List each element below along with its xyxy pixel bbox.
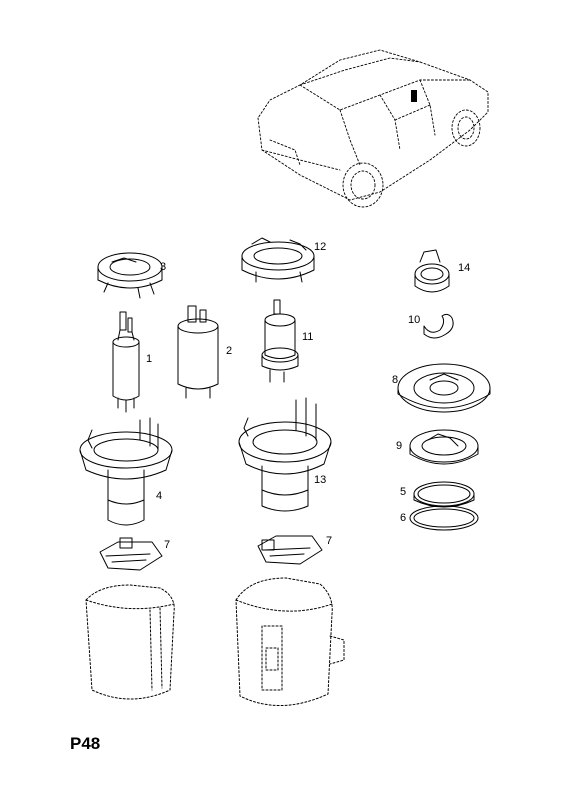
part-flange-9 — [409, 429, 479, 465]
part-gasket-6 — [409, 505, 479, 531]
callout-7-left: 7 — [164, 539, 171, 551]
page-code: P48 — [70, 734, 101, 753]
part-fuel-pump-11 — [261, 299, 299, 383]
part-filter-7b — [257, 535, 323, 565]
callout-9: 9 — [396, 440, 403, 452]
callout-1: 1 — [146, 353, 153, 365]
part-reservoir-4 — [79, 417, 173, 526]
part-lock-ring-3 — [97, 252, 163, 299]
callout-5: 5 — [400, 486, 407, 498]
callout-7-right: 7 — [326, 535, 333, 547]
part-fuel-pump-2 — [177, 305, 219, 399]
callout-8: 8 — [392, 374, 399, 386]
part-clip-10 — [423, 313, 454, 339]
part-reservoir-13 — [238, 397, 332, 512]
fuel-flap-marker — [411, 90, 417, 102]
part-lock-ring-12 — [241, 237, 315, 283]
callout-10: 10 — [408, 314, 421, 326]
part-clamp-14 — [414, 249, 450, 293]
callout-12: 12 — [314, 241, 327, 253]
callout-13: 13 — [314, 474, 327, 486]
part-seal-ring-5 — [413, 481, 475, 508]
callout-14: 14 — [458, 262, 471, 274]
car-illustration — [257, 49, 489, 208]
part-tank-housing-right — [235, 577, 345, 706]
part-tank-housing-left — [85, 584, 175, 700]
part-filter-7a — [99, 537, 163, 571]
callout-3: 3 — [160, 261, 167, 273]
callout-6: 6 — [400, 512, 407, 524]
part-cover-8 — [397, 363, 491, 413]
callout-4: 4 — [156, 490, 163, 502]
callout-2: 2 — [226, 345, 233, 357]
part-fuel-pump-1 — [112, 311, 140, 413]
callout-11: 11 — [302, 331, 314, 343]
